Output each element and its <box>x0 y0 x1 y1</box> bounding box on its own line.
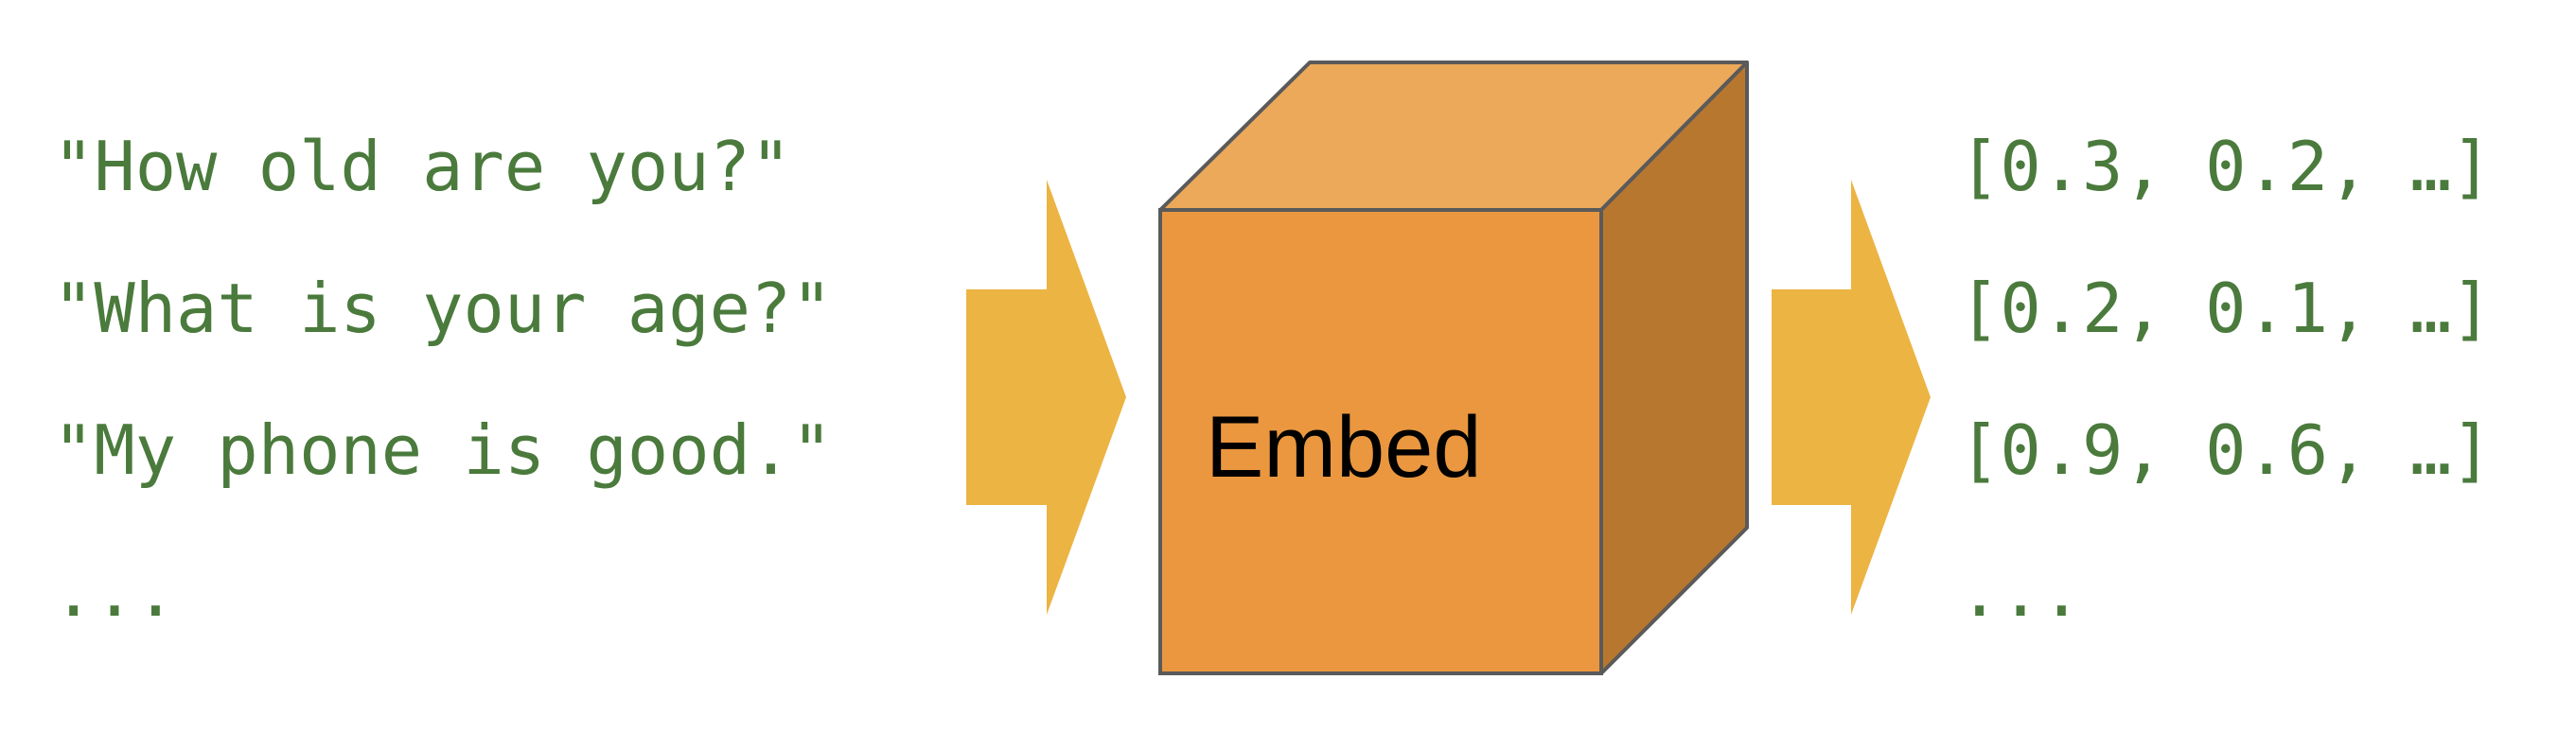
output-vector: [0.3, 0.2, …] <box>1959 127 2493 206</box>
cube-label: Embed <box>1206 399 1482 496</box>
input-sentence: "My phone is good." <box>53 410 833 490</box>
cube-front-face <box>1158 208 1603 675</box>
output-vector: [0.2, 0.1, …] <box>1959 269 2493 348</box>
input-sentence: "How old are you?" <box>53 127 792 206</box>
output-ellipsis: ... <box>1959 552 2083 632</box>
embed-cube: Embed <box>1158 61 1749 675</box>
output-vector: [0.9, 0.6, …] <box>1959 410 2493 490</box>
input-ellipsis: ... <box>53 552 177 632</box>
input-arrow-icon <box>966 180 1126 615</box>
output-arrow-icon <box>1772 180 1931 615</box>
input-sentence: "What is your age?" <box>53 269 833 348</box>
